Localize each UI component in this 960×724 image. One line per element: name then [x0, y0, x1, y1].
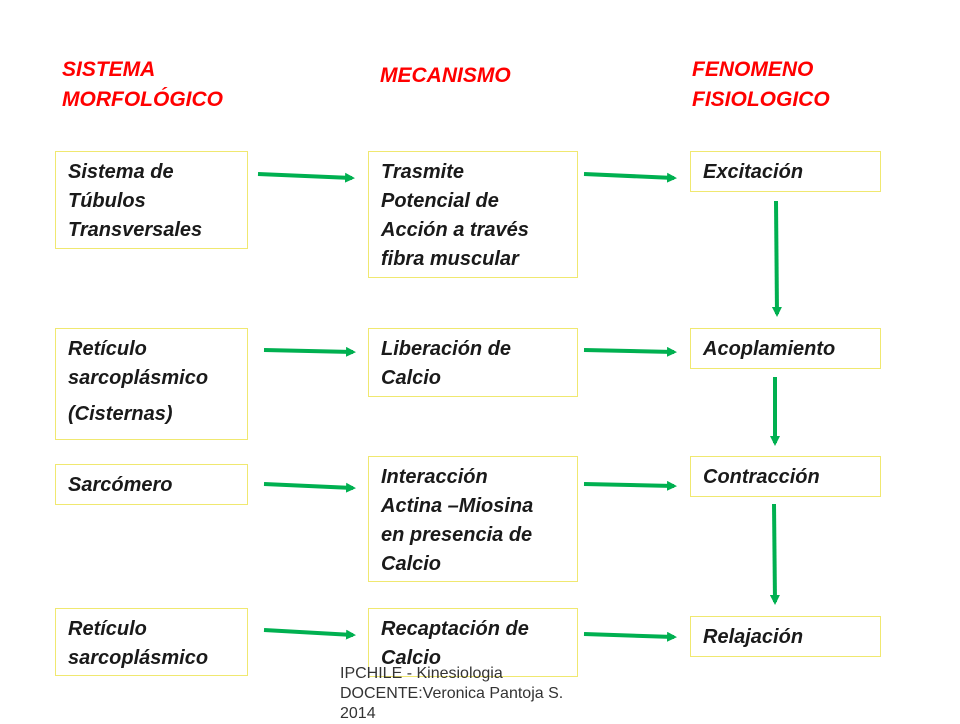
- mechanism-box-actin-myosin: Interacción Actina –Miosina en presencia…: [368, 456, 578, 582]
- footer-line: IPCHILE - Kinesiologia: [340, 665, 503, 682]
- mechanism-box-calcium-reuptake: Recaptación de Calcio: [368, 608, 578, 677]
- box-line: Sistema de: [68, 161, 174, 183]
- header-line: FISIOLOGICO: [692, 88, 830, 111]
- header-mechanism: MECANISMO: [380, 61, 511, 91]
- arrow-right: [263, 346, 356, 357]
- box-line: Acción a través: [381, 219, 529, 241]
- header-line: SISTEMA: [62, 58, 156, 81]
- box-line: Retículo: [68, 618, 147, 640]
- box-line: Túbulos: [68, 190, 146, 212]
- header-line: MECANISMO: [380, 64, 511, 87]
- box-line: Actina –Miosina: [381, 495, 534, 517]
- system-box-t-tubules: Sistema de Túbulos Transversales: [55, 151, 248, 249]
- box-line: Acoplamiento: [703, 338, 836, 360]
- arrow-right: [583, 480, 677, 491]
- phenomenon-box-contraction: Contracción: [690, 456, 881, 497]
- arrow-down: [771, 200, 782, 317]
- header-line: FENOMENO: [692, 58, 814, 81]
- arrow-right: [263, 628, 356, 640]
- box-line: Retículo: [68, 338, 147, 360]
- box-line: en presencia de: [381, 524, 533, 546]
- box-line: Calcio: [381, 647, 442, 669]
- box-line: Recaptación de: [381, 618, 529, 640]
- mechanism-box-action-potential: Trasmite Potencial de Acción a través fi…: [368, 151, 578, 278]
- box-line: Relajación: [703, 626, 804, 648]
- footer-line: 2014: [340, 705, 376, 722]
- box-line: Liberación de: [381, 338, 512, 360]
- header-morphological-system: SISTEMA MORFOLÓGICO: [62, 55, 223, 115]
- box-line: Interacción: [381, 466, 488, 488]
- box-line: (Cisternas): [68, 403, 173, 425]
- footer-line: DOCENTE:Veronica Pantoja S.: [340, 685, 564, 702]
- box-line: sarcoplásmico: [68, 367, 209, 389]
- arrow-right: [257, 172, 355, 183]
- footer-credit: IPCHILE - Kinesiologia DOCENTE:Veronica …: [340, 664, 563, 724]
- box-line: Excitación: [703, 161, 804, 183]
- box-line: sarcoplásmico: [68, 647, 209, 669]
- arrow-right: [583, 346, 677, 357]
- arrow-right: [583, 631, 677, 642]
- box-line: Calcio: [381, 367, 442, 389]
- header-physiological-phenomenon: FENOMENO FISIOLOGICO: [692, 55, 830, 115]
- system-box-sarcoplasmic-reticulum-cisterns: Retículo sarcoplásmico (Cisternas): [55, 328, 248, 440]
- header-line: MORFOLÓGICO: [62, 88, 223, 111]
- phenomenon-box-relaxation: Relajación: [690, 616, 881, 657]
- arrow-right: [583, 172, 677, 183]
- mechanism-box-calcium-release: Liberación de Calcio: [368, 328, 578, 397]
- arrow-down: [769, 503, 780, 605]
- box-line: Transversales: [68, 219, 203, 241]
- arrow-right: [263, 482, 356, 493]
- system-box-sarcoplasmic-reticulum: Retículo sarcoplásmico: [55, 608, 248, 676]
- box-line: Calcio: [381, 553, 442, 575]
- system-box-sarcomere: Sarcómero: [55, 464, 248, 505]
- box-line: Sarcómero: [68, 474, 173, 496]
- box-line: Contracción: [703, 466, 820, 488]
- box-line: Trasmite: [381, 161, 465, 183]
- phenomenon-box-excitation: Excitación: [690, 151, 881, 192]
- box-line: fibra muscular: [381, 248, 519, 270]
- box-line: Potencial de: [381, 190, 499, 212]
- phenomenon-box-coupling: Acoplamiento: [690, 328, 881, 369]
